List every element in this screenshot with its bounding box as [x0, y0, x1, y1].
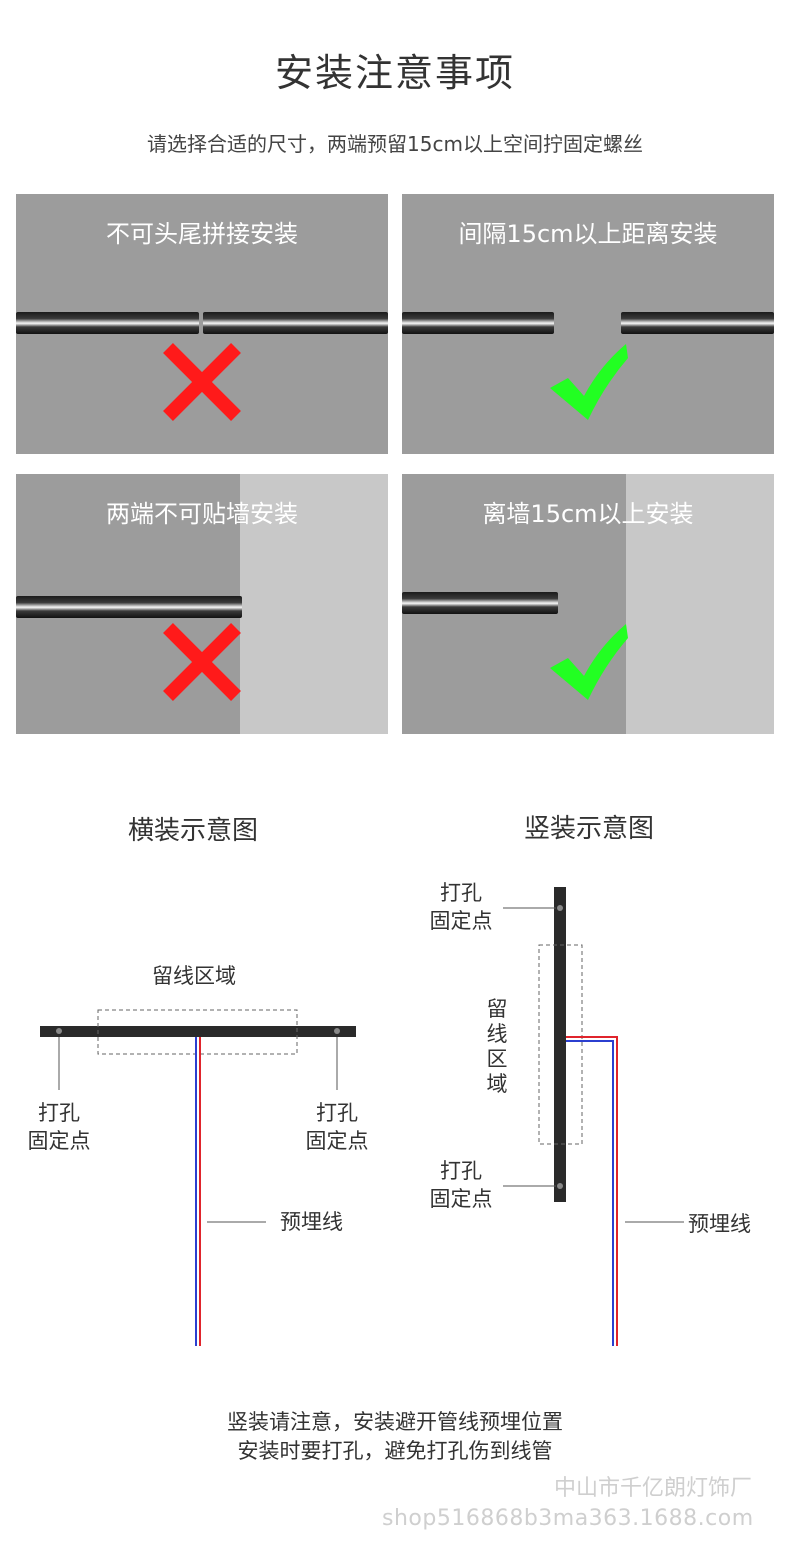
watermark-url: shop516868b3ma363.1688.com — [382, 1506, 754, 1531]
footer-note-line2: 安装时要打孔，避免打孔伤到线管 — [237, 1439, 553, 1463]
panel-label: 两端不可贴墙安装 — [106, 500, 298, 528]
light-bar-right — [203, 312, 388, 334]
light-bar — [402, 592, 558, 614]
left-hole-label: 打孔 固定点 — [27, 1101, 91, 1153]
bottom-hole-dot — [557, 1183, 563, 1189]
top-hole-dot — [557, 905, 563, 911]
panel-label: 不可头尾拼接安装 — [106, 220, 298, 248]
light-bar — [16, 596, 242, 618]
check-icon — [550, 344, 628, 420]
left-hole-dot — [56, 1028, 62, 1034]
page-title: 安装注意事项 — [274, 51, 515, 95]
cross-icon — [163, 343, 241, 421]
wall — [626, 474, 774, 734]
footer-note-line1: 竖装请注意，安装避开管线预埋位置 — [227, 1410, 563, 1434]
watermark-shop: 中山市千亿朗灯饰厂 — [554, 1476, 753, 1501]
page-subtitle: 请选择合适的尺寸，两端预留15cm以上空间拧固定螺丝 — [147, 132, 643, 156]
vertical-wire-zone-label: 留 线 区 域 — [486, 997, 508, 1096]
horizontal-light-bar — [40, 1026, 356, 1037]
horizontal-diagram — [40, 1009, 356, 1346]
light-bar-left — [402, 312, 554, 334]
panel-no-splice: 不可头尾拼接安装 — [16, 194, 388, 454]
panel-gap-install: 间隔15cm以上距离安装 — [402, 194, 774, 454]
horizontal-title: 横装示意图 — [128, 816, 259, 846]
light-bar-right — [621, 312, 774, 334]
wire-blue — [566, 1040, 614, 1346]
panel-label: 间隔15cm以上距离安装 — [458, 220, 718, 248]
right-hole-dot — [334, 1028, 340, 1034]
vertical-title: 竖装示意图 — [524, 814, 655, 844]
vertical-diagram — [503, 887, 684, 1346]
panel-label: 离墙15cm以上安装 — [482, 500, 694, 528]
horizontal-wire-zone-label: 留线区域 — [152, 964, 236, 988]
cross-icon — [163, 623, 241, 701]
vertical-wire-zone-box — [538, 944, 583, 1145]
panel-no-wall-contact: 两端不可贴墙安装 — [16, 474, 388, 734]
vertical-wire-label: 预埋线 — [688, 1212, 751, 1236]
light-bar-left — [16, 312, 199, 334]
top-hole-label: 打孔 固定点 — [429, 881, 493, 933]
wire-red — [566, 1036, 618, 1346]
right-hole-label: 打孔 固定点 — [305, 1101, 369, 1153]
horizontal-wire-zone-box — [97, 1009, 298, 1055]
horizontal-wire-label: 预埋线 — [280, 1210, 343, 1234]
panel-wall-distance: 离墙15cm以上安装 — [402, 474, 774, 734]
wall — [240, 474, 388, 734]
vertical-light-bar — [554, 887, 566, 1202]
check-icon — [550, 624, 628, 700]
bottom-hole-label: 打孔 固定点 — [429, 1159, 493, 1211]
